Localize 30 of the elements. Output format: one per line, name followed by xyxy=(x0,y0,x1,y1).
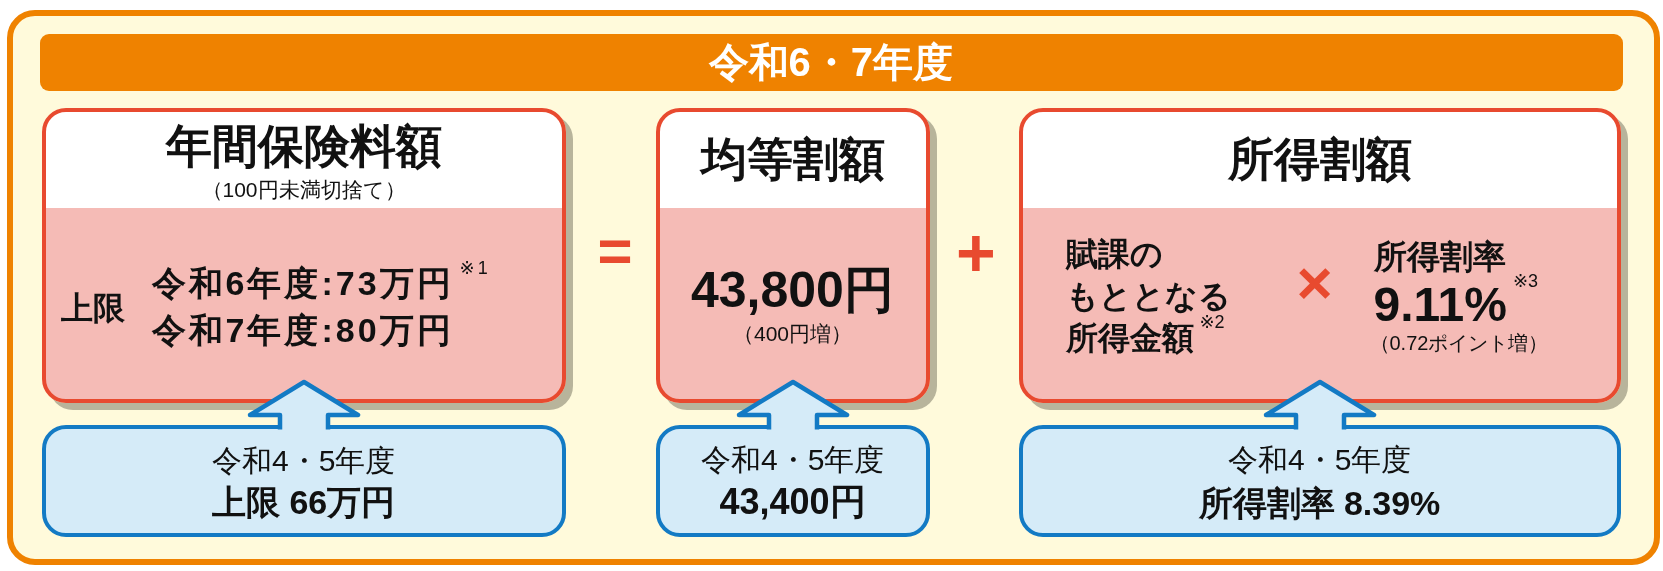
limit-label: 上限 xyxy=(60,288,125,327)
block-arrow xyxy=(1263,379,1377,432)
multiply-sign: × xyxy=(1296,246,1333,319)
plus-sign: + xyxy=(956,213,996,292)
change-note: （400円増） xyxy=(733,321,853,346)
rate-label: 所得割率 xyxy=(1373,236,1506,277)
previous-rate-box xyxy=(1019,425,1621,537)
previous-rate-box xyxy=(656,425,930,537)
amount-text: 43,400円 xyxy=(719,480,866,523)
limit-text: 上限 66万円 xyxy=(212,482,396,523)
rounding-note: （100円未満切捨て） xyxy=(201,177,406,202)
rate-text: 9.11%$^{※3}$ xyxy=(1373,275,1539,333)
amount-text: 令和6年度:73万円$^{※1}$ xyxy=(151,263,491,304)
box-title: 所得割額 xyxy=(1227,132,1412,187)
year-label: 令和4・5年度 xyxy=(1228,441,1412,478)
amount-text: 43,800円 xyxy=(691,260,894,320)
previous-rate-box xyxy=(42,425,566,537)
year-label: 令和4・5年度 xyxy=(701,441,885,478)
band-title: 令和6・7年度 xyxy=(708,39,953,86)
box-title: 年間保険料額 xyxy=(165,119,442,174)
box-title: 均等割額 xyxy=(700,132,885,187)
change-note: （0.72ポイント増） xyxy=(1369,330,1549,355)
block-arrow xyxy=(736,379,850,432)
equals-sign: = xyxy=(597,216,633,286)
year-label: 令和4・5年度 xyxy=(212,442,396,479)
block-arrow xyxy=(247,379,361,432)
income-text: 賦課のもととなる所得金額$^{※2}$ xyxy=(1065,234,1231,358)
rate-text: 所得割率 8.39% xyxy=(1198,483,1441,524)
header-band xyxy=(40,34,1623,91)
amount-text: 令和7年度:80万円 xyxy=(151,310,454,351)
